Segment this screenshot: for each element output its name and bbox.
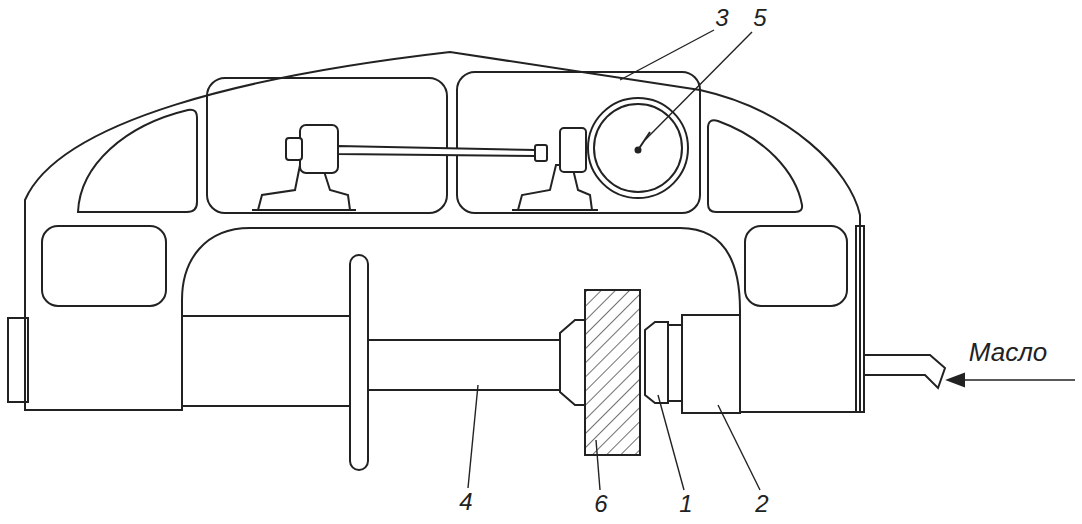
- oil-pipe: [864, 355, 945, 388]
- rod: [338, 146, 535, 156]
- callout-number: 3: [715, 6, 728, 30]
- bracket-base: [512, 209, 598, 211]
- rod-end: [535, 145, 547, 161]
- frame-window: [42, 226, 166, 306]
- frame-window: [207, 78, 447, 213]
- hub: [560, 128, 586, 172]
- specimen: [585, 290, 640, 455]
- arrow-head: [948, 374, 964, 386]
- anvil: [560, 320, 585, 405]
- screw-shaft: [368, 340, 560, 390]
- end-cap: [8, 318, 28, 402]
- callout-number: 6: [594, 492, 607, 516]
- hub: [286, 138, 302, 160]
- frame-window: [78, 110, 197, 212]
- frame-window: [745, 226, 847, 306]
- leader-line: [658, 395, 684, 490]
- leader-line: [620, 30, 714, 80]
- piston: [682, 315, 740, 413]
- gauge-pivot: [636, 148, 641, 153]
- side-plate: [856, 226, 864, 412]
- anvil: [645, 322, 668, 403]
- callout-number: 5: [753, 6, 766, 30]
- leader-line: [596, 440, 600, 490]
- gauge-assembly: [252, 98, 688, 210]
- callout-number: 2: [755, 492, 768, 516]
- anvil-disc: [668, 325, 682, 401]
- leader-line: [645, 32, 752, 140]
- hub: [300, 125, 338, 173]
- frame: [8, 52, 864, 412]
- specimen: [585, 290, 640, 455]
- screw-housing: [182, 316, 352, 406]
- leader-line: [718, 405, 760, 490]
- screw-assembly: [182, 255, 585, 470]
- dial-face: [594, 104, 682, 192]
- handwheel: [350, 255, 368, 470]
- leader-line: [468, 385, 478, 488]
- leader-lines: [468, 30, 760, 490]
- bracket-base: [252, 209, 356, 211]
- frame-window: [708, 120, 802, 212]
- flow-arrow: [952, 379, 1075, 381]
- medium-label: Масло: [969, 339, 1048, 365]
- callout-number: 4: [459, 490, 472, 514]
- frame-outline: [25, 52, 860, 412]
- dial-gauge: [588, 98, 688, 198]
- callout-number: 1: [679, 492, 692, 516]
- frame-window: [457, 72, 700, 213]
